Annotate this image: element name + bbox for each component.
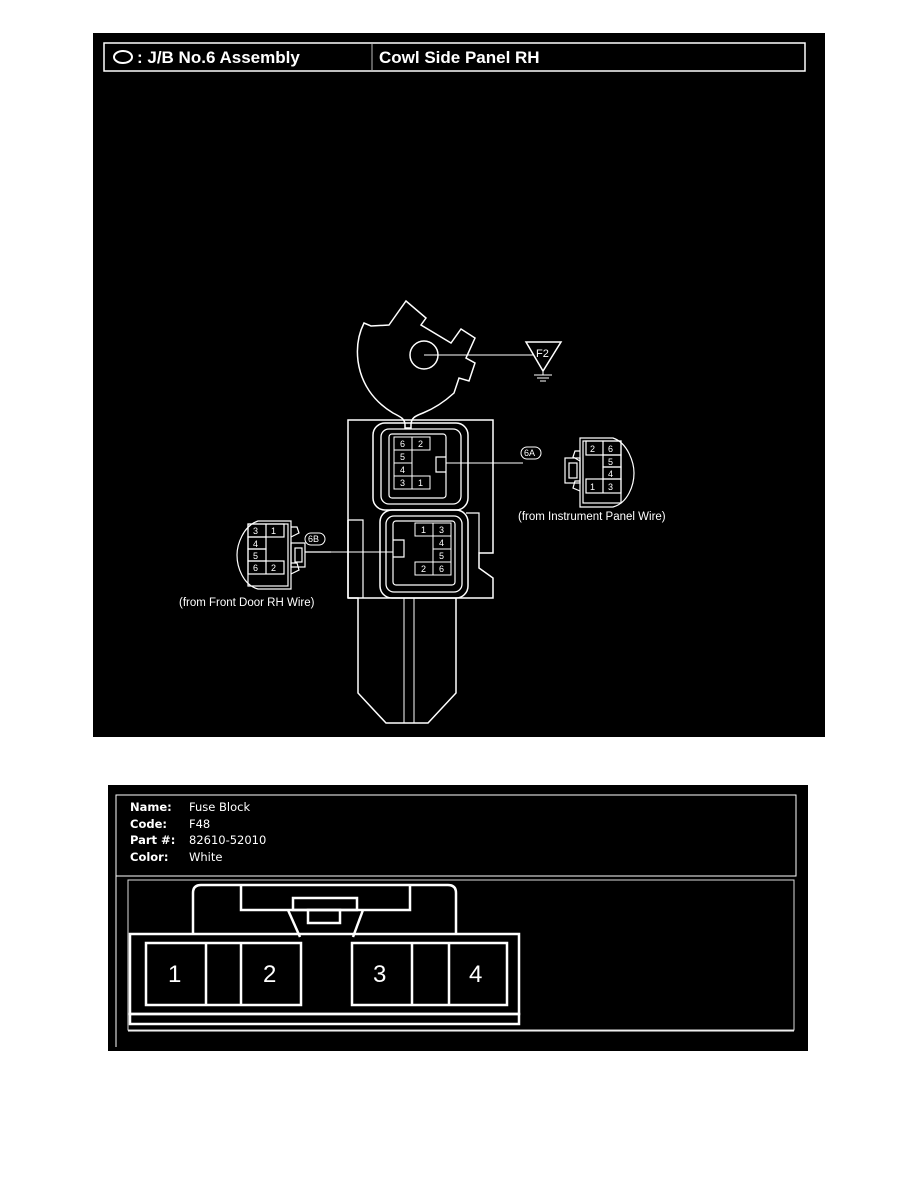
svg-text:6A: 6A <box>524 448 535 458</box>
ground-f2: F2 <box>424 341 563 382</box>
svg-text:4: 4 <box>439 538 444 548</box>
svg-text:2: 2 <box>271 563 276 573</box>
svg-text:4: 4 <box>400 465 405 475</box>
connector-info-fields: Name: Fuse Block Code: F48 Part #: 82610… <box>130 799 266 865</box>
jb-socket-6b-pins: 1 3 4 5 2 6 <box>421 525 444 574</box>
connector-info-panel: 1 2 3 4 Name: Fuse Block Code: F48 Part … <box>108 785 808 1051</box>
connector-face <box>128 883 521 1026</box>
mating-connector-6b: 3 1 4 5 6 2 <box>236 520 331 590</box>
jb-socket-6a-pins: 6 2 5 4 3 1 <box>400 439 423 488</box>
jb-socket-6a <box>372 422 523 511</box>
pin-4: 4 <box>469 961 482 988</box>
svg-text:3: 3 <box>439 525 444 535</box>
svg-text:6: 6 <box>608 444 613 454</box>
svg-text:5: 5 <box>253 551 258 561</box>
source-label-6b: (from Front Door RH Wire) <box>179 597 315 609</box>
field-name: Name: Fuse Block <box>130 800 251 814</box>
pin-3: 3 <box>373 961 386 988</box>
svg-text:6: 6 <box>439 564 444 574</box>
svg-text:2: 2 <box>421 564 426 574</box>
jb-diagram-svg: : J/B No.6 Assembly Cowl Side Panel RH F… <box>103 42 806 724</box>
field-part-number: Part #: 82610-52010 <box>130 833 267 847</box>
diagram-header: : J/B No.6 Assembly Cowl Side Panel RH <box>103 42 806 72</box>
svg-text:1: 1 <box>271 526 276 536</box>
svg-text:1: 1 <box>418 478 423 488</box>
svg-text:5: 5 <box>608 457 613 467</box>
bracket-head <box>356 299 476 429</box>
svg-text:3: 3 <box>253 526 258 536</box>
svg-text:5: 5 <box>400 452 405 462</box>
source-label-6a: (from Instrument Panel Wire) <box>518 511 666 523</box>
svg-text:3: 3 <box>608 482 613 492</box>
svg-text:1: 1 <box>421 525 426 535</box>
connector-face-svg: 1 2 3 4 <box>115 794 797 1047</box>
pin-2: 2 <box>263 961 276 988</box>
pin-1: 1 <box>168 961 181 988</box>
svg-text:4: 4 <box>608 469 613 479</box>
svg-text:6: 6 <box>400 439 405 449</box>
svg-text:1: 1 <box>590 482 595 492</box>
oval-connector-symbol-icon <box>113 50 133 64</box>
svg-text:5: 5 <box>439 551 444 561</box>
location-label: Cowl Side Panel RH <box>379 48 540 67</box>
svg-text:4: 4 <box>253 539 258 549</box>
svg-text:3: 3 <box>400 478 405 488</box>
tag-6a: 6A <box>520 446 542 460</box>
field-code: Code: F48 <box>130 816 211 831</box>
ground-label: F2 <box>536 348 549 360</box>
svg-text:6: 6 <box>253 563 258 573</box>
fuse-block-pins: 1 2 3 4 <box>168 961 482 988</box>
jb-assembly-diagram: : J/B No.6 Assembly Cowl Side Panel RH F… <box>93 33 825 737</box>
tag-6b: 6B <box>304 532 326 546</box>
field-color: Color: White <box>130 849 223 864</box>
jb-body <box>347 419 494 724</box>
svg-text:2: 2 <box>590 444 595 454</box>
svg-text:6B: 6B <box>308 534 319 544</box>
svg-text:2: 2 <box>418 439 423 449</box>
assembly-label: : J/B No.6 Assembly <box>137 48 300 67</box>
mating-connector-6a: 2 6 5 4 1 3 <box>564 437 635 508</box>
jb-socket-6b <box>331 509 469 599</box>
